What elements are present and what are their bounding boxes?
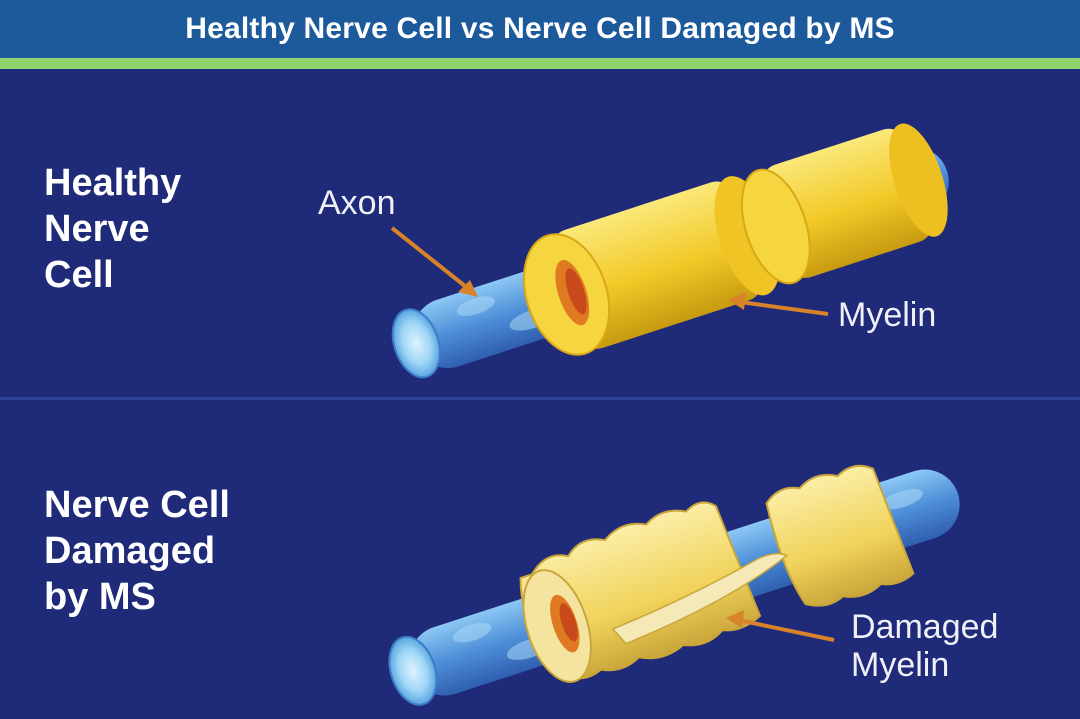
title-bar: Healthy Nerve Cell vs Nerve Cell Damaged… <box>0 0 1080 58</box>
damaged-myelin-core-inner <box>559 603 578 642</box>
damaged-label-line-2: Damaged <box>44 530 216 572</box>
healthy-label-line-1: Healthy <box>44 162 182 204</box>
myelin-callout-label: Myelin <box>838 296 937 334</box>
axon-arrow <box>390 226 478 297</box>
diagram-title: Healthy Nerve Cell vs Nerve Cell Damaged… <box>185 12 895 45</box>
healthy-axon-end <box>391 308 441 379</box>
healthy-panel-label: Healthy Nerve Cell <box>44 160 181 298</box>
myelin-arrow <box>728 292 829 316</box>
panel-divider <box>0 397 1080 400</box>
damaged-nerve-cell <box>388 464 960 706</box>
axon-callout-label: Axon <box>318 184 396 222</box>
damaged-myelin-segment-2 <box>765 464 915 607</box>
healthy-myelin-segment-2 <box>740 123 948 285</box>
healthy-nerve-cell <box>391 123 949 379</box>
healthy-label-line-2: Nerve <box>44 208 150 250</box>
healthy-label-line-3: Cell <box>44 254 114 296</box>
damaged-myelin-arrow <box>726 610 835 642</box>
damaged-myelin-callout-label: Damaged Myelin <box>851 608 998 684</box>
damaged-label-line-1: Nerve Cell <box>44 484 230 526</box>
damaged-label-line-3: by MS <box>44 576 156 618</box>
accent-stripe <box>0 58 1080 69</box>
damaged-myelin-callout-line-2: Myelin <box>851 646 950 684</box>
damaged-axon-end <box>388 635 438 706</box>
damaged-myelin-callout-line-1: Damaged <box>851 608 999 646</box>
damaged-panel-label: Nerve Cell Damaged by MS <box>44 482 230 620</box>
damaged-myelin-peel <box>611 552 789 645</box>
